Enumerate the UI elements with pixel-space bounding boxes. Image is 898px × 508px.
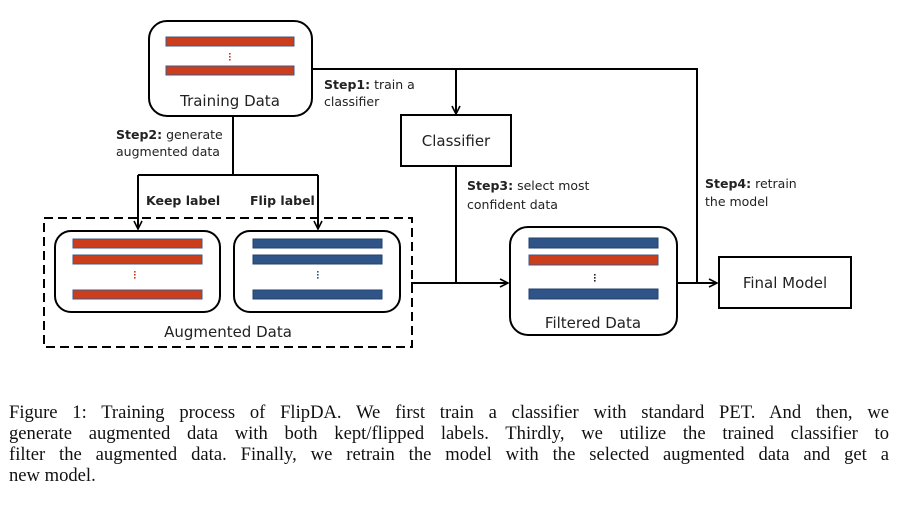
classifier-title: Classifier bbox=[422, 132, 491, 150]
step2-line2: augmented data bbox=[116, 144, 220, 159]
caption-line: generate augmented data with both kept/f… bbox=[9, 423, 889, 444]
step1-bold: Step1: bbox=[324, 77, 370, 92]
step4-label: Step4: retrain the model bbox=[705, 176, 797, 209]
data-bar-red bbox=[72, 254, 203, 265]
svg-text:Step2: generate: Step2: generate bbox=[116, 127, 223, 142]
step1-text: train a bbox=[370, 77, 415, 92]
step4-text: retrain bbox=[751, 176, 797, 191]
augmented-data-dashed-border bbox=[43, 217, 413, 348]
caption-line: Figure 1: Training process of FlipDA. We… bbox=[9, 402, 889, 423]
svg-text:Step3: select most: Step3: select most bbox=[467, 178, 590, 193]
keep-label-text: Keep label bbox=[146, 193, 220, 208]
augmented-data-title: Augmented Data bbox=[164, 323, 292, 341]
step3-label: Step3: select most confident data bbox=[467, 178, 590, 212]
step2-text: generate bbox=[162, 127, 223, 142]
step3-bold: Step3: bbox=[467, 178, 513, 193]
classifier-node: Classifier bbox=[400, 114, 512, 167]
caption-line: filter the augmented data. Finally, we r… bbox=[9, 444, 889, 465]
data-bar-red bbox=[165, 65, 295, 76]
data-bar-blue bbox=[252, 289, 383, 300]
final-model-box bbox=[718, 256, 852, 309]
connector-training-to-top bbox=[312, 68, 698, 283]
step2-bold: Step2: bbox=[116, 127, 162, 142]
figure-caption: Figure 1: Training process of FlipDA. We… bbox=[9, 402, 889, 486]
training-data-node: Training Data bbox=[148, 20, 313, 117]
flipda-diagram: Training Data Classifier Augmented Data bbox=[43, 20, 852, 348]
final-model-title: Final Model bbox=[743, 274, 827, 292]
ellipsis-dots-red bbox=[134, 271, 136, 279]
ellipsis-dots-black bbox=[594, 274, 596, 282]
data-bar-red bbox=[165, 36, 295, 47]
svg-text:Step1: train a: Step1: train a bbox=[324, 77, 415, 92]
svg-text:Step4: retrain: Step4: retrain bbox=[705, 176, 797, 191]
data-bar-red bbox=[72, 238, 203, 249]
connectors bbox=[138, 68, 717, 283]
flip-label-text: Flip label bbox=[250, 193, 315, 208]
step3-line2: confident data bbox=[467, 197, 558, 212]
data-bar-blue bbox=[252, 238, 383, 249]
data-bar-red bbox=[72, 289, 203, 300]
final-model-node: Final Model bbox=[718, 256, 852, 309]
step2-label: Step2: generate augmented data bbox=[116, 127, 223, 159]
step3-text: select most bbox=[513, 178, 589, 193]
ellipsis-dots-blue bbox=[317, 271, 319, 279]
data-bar-blue bbox=[528, 237, 659, 249]
filtered-data-title: Filtered Data bbox=[545, 314, 641, 332]
ellipsis-dots-red bbox=[229, 53, 231, 61]
data-bar-blue bbox=[252, 254, 383, 265]
data-bar-red bbox=[528, 254, 659, 266]
step1-line2: classifier bbox=[324, 94, 380, 109]
step4-line2: the model bbox=[705, 194, 768, 209]
training-data-title: Training Data bbox=[179, 92, 280, 110]
step1-label: Step1: train a classifier bbox=[324, 77, 415, 109]
classifier-box bbox=[400, 114, 512, 167]
step4-bold: Step4: bbox=[705, 176, 751, 191]
filtered-data-box bbox=[509, 226, 678, 336]
caption-line: new model. bbox=[9, 465, 96, 486]
data-bar-blue bbox=[528, 288, 659, 300]
augmented-data-group: Augmented Data bbox=[43, 217, 413, 348]
filtered-data-node: Filtered Data bbox=[509, 226, 678, 336]
